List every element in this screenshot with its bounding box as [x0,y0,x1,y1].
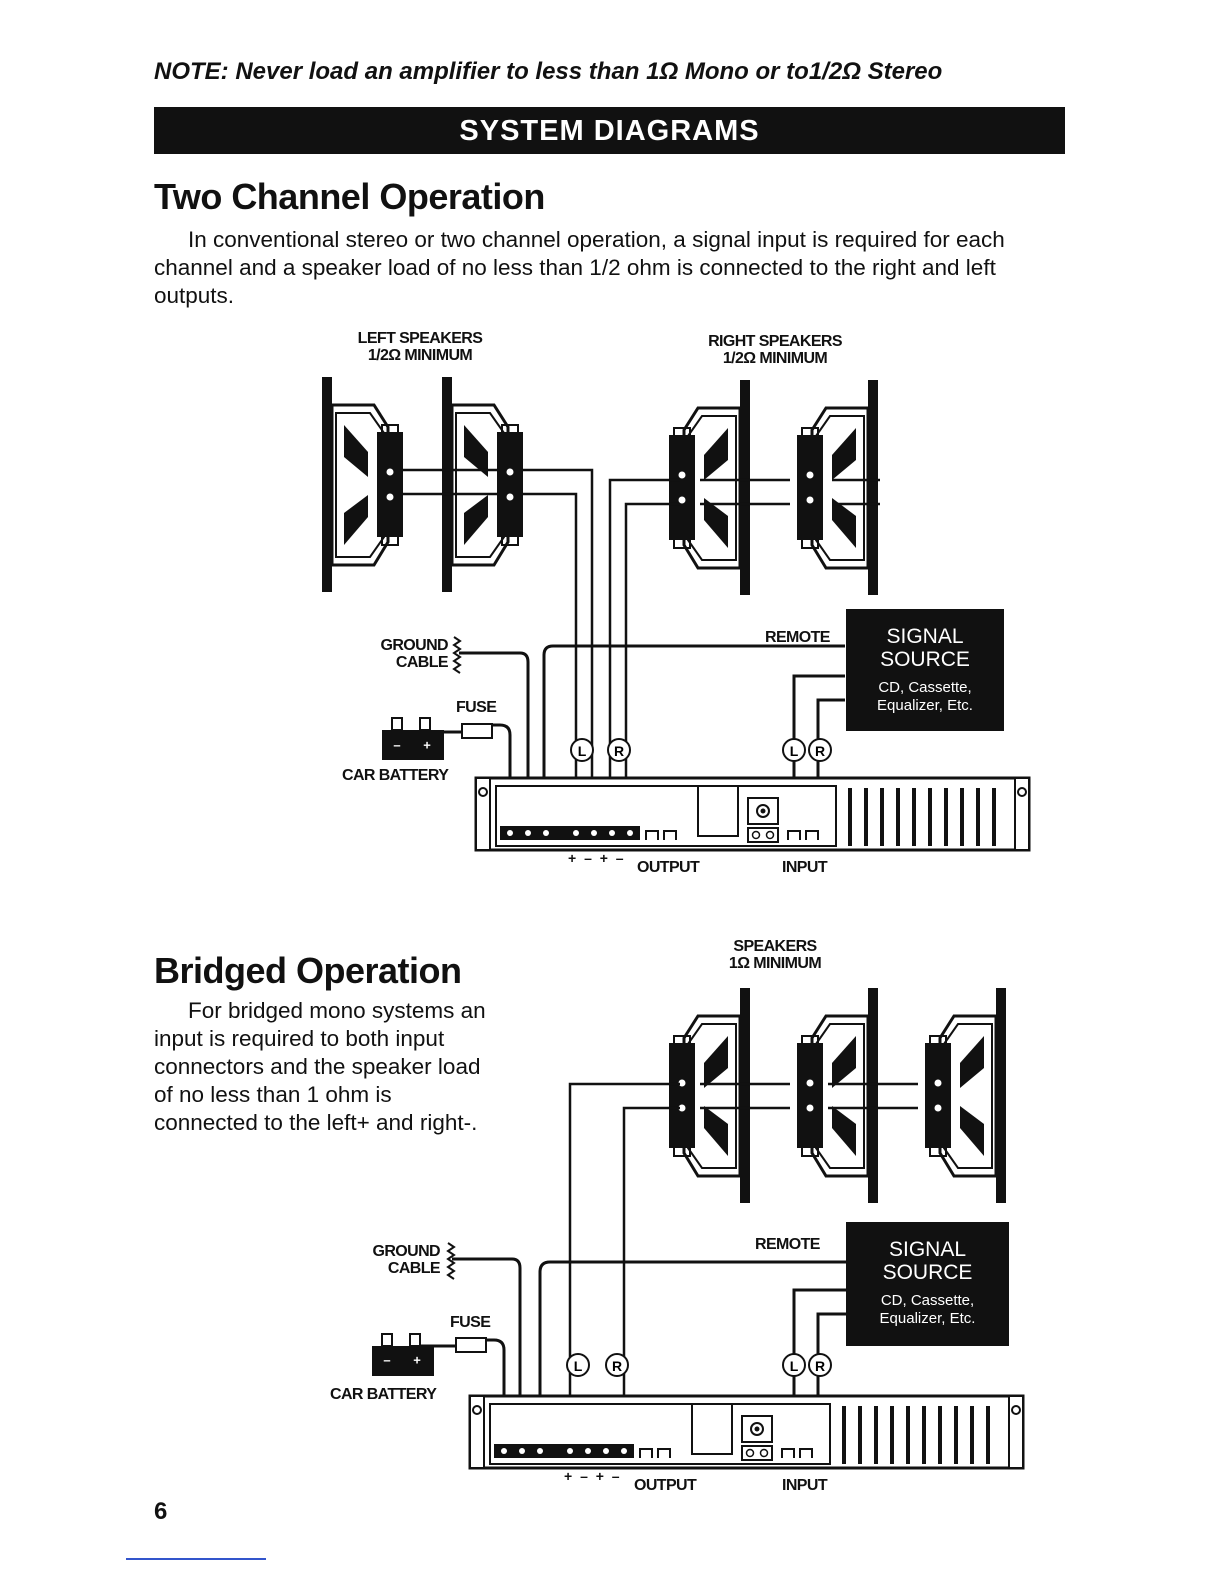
two-channel-heading: Two Channel Operation [154,176,545,217]
car-battery-icon [381,717,445,761]
bridged-output-right-marker [605,1353,629,1377]
bridged-input-right-marker [808,1353,832,1377]
input-left-marker [782,738,806,762]
bridged-amplifier [468,1394,1025,1470]
bridged-output-polarity: + – + – [564,1468,622,1484]
output-polarity: + – + – [568,850,626,866]
right-speakers-title: RIGHT SPEAKERS [708,333,842,350]
input-label: INPUT [782,859,828,876]
signal-source-sub-2: Equalizer, Etc. [877,697,973,714]
right-speaker-1 [667,378,752,597]
bridged-ground-label-line1: GROUND [372,1243,440,1260]
bridged-speakers-title: SPEAKERS [733,938,817,955]
left-speaker-2 [440,375,525,594]
bridged-body-text: For bridged mono systems an input is req… [154,998,486,1135]
bridged-speaker-2 [795,986,880,1205]
right-speakers-minimum: 1/2Ω MINIMUM [722,350,828,367]
remote-label: REMOTE [765,629,830,646]
bridged-power-wires [420,1257,848,1456]
car-battery-label: CAR BATTERY [342,767,449,784]
two-channel-body: In conventional stereo or two channel op… [154,226,1064,310]
ground-label-line2: CABLE [395,654,449,671]
two-channel-diagram [320,375,1031,852]
bridged-output-right-letter: R [612,1358,622,1374]
bridged-battery-minus: – [383,1353,390,1368]
bridged-car-battery-icon [371,1333,435,1377]
input-left-letter: L [790,743,799,759]
bridged-signal-source-sub-2: Equalizer, Etc. [879,1310,976,1327]
page-number: 6 [154,1498,168,1525]
signal-source-sub-1: CD, Cassette, [878,679,972,696]
bridged-speaker-1 [667,986,752,1205]
bridged-ground-symbol-icon [447,1242,455,1280]
bridged-battery-plus: + [413,1353,421,1368]
right-speaker-2 [795,378,880,597]
input-right-letter: R [815,743,825,759]
bridged-signal-source-title-1: SIGNAL [888,1238,967,1261]
bridged-ground-label-line2: CABLE [387,1260,441,1277]
ground-cable-label: GROUND CABLE [360,637,448,671]
signal-source-title-2: SOURCE [880,648,970,671]
left-speakers-label: LEFT SPEAKERS 1/2Ω MINIMUM [340,330,500,364]
fuse-icon [461,723,493,739]
battery-minus: – [393,738,400,753]
left-speakers-minimum: 1/2Ω MINIMUM [367,347,473,364]
bridged-signal-source-box: SIGNAL SOURCE CD, Cassette, Equalizer, E… [846,1222,1009,1346]
input-right-marker [808,738,832,762]
bridged-signal-source-sub-1: CD, Cassette, [880,1292,975,1309]
bridged-ground-cable-label: GROUND CABLE [350,1243,440,1277]
bridged-body: For bridged mono systems an input is req… [154,997,499,1137]
bridged-speaker-3 [923,986,1008,1205]
bridged-speaker-wires [568,1082,918,1410]
bridged-speakers-minimum: 1Ω MINIMUM [728,955,822,972]
fuse-label: FUSE [456,699,497,716]
battery-plus: + [423,738,431,753]
right-speakers-label: RIGHT SPEAKERS 1/2Ω MINIMUM [690,333,860,367]
bridged-input-left-marker [782,1353,806,1377]
bridged-remote-label: REMOTE [755,1236,820,1253]
ground-symbol-icon [453,636,461,674]
bridged-output-left-letter: L [574,1358,583,1374]
bridged-signal-source-title-2: SOURCE [882,1261,973,1284]
footer-rule [126,1558,266,1560]
two-channel-body-text: In conventional stereo or two channel op… [154,227,1005,308]
bridged-diagram [371,986,1025,1470]
signal-source-box: SIGNAL SOURCE CD, Cassette, Equalizer, E… [846,609,1004,731]
bridged-output-label: OUTPUT [634,1477,697,1494]
bridged-car-battery-label: CAR BATTERY [330,1386,437,1403]
bridged-speakers-label: SPEAKERS 1Ω MINIMUM [700,938,850,972]
ground-label-line1: GROUND [380,637,448,654]
speaker-wires [400,468,880,790]
amplifier [474,776,1031,852]
bridged-input-right-letter: R [815,1358,825,1374]
bridged-output-left-marker [566,1353,590,1377]
bridged-fuse-icon [455,1337,487,1353]
output-left-letter: L [578,743,587,759]
signal-source-title-1: SIGNAL [886,625,964,648]
bridged-heading: Bridged Operation [154,950,462,991]
bridged-fuse-label: FUSE [450,1314,491,1331]
left-speakers-title: LEFT SPEAKERS [357,330,483,347]
note-text: NOTE: Never load an amplifier to less th… [154,58,943,85]
bridged-input-label: INPUT [782,1477,828,1494]
bridged-input-left-letter: L [790,1358,799,1374]
section-banner: SYSTEM DIAGRAMS [154,107,1065,154]
output-right-letter: R [614,743,624,759]
output-left-marker [570,738,594,762]
output-label: OUTPUT [637,859,700,876]
output-right-marker [607,738,631,762]
left-speaker-1 [320,375,405,594]
